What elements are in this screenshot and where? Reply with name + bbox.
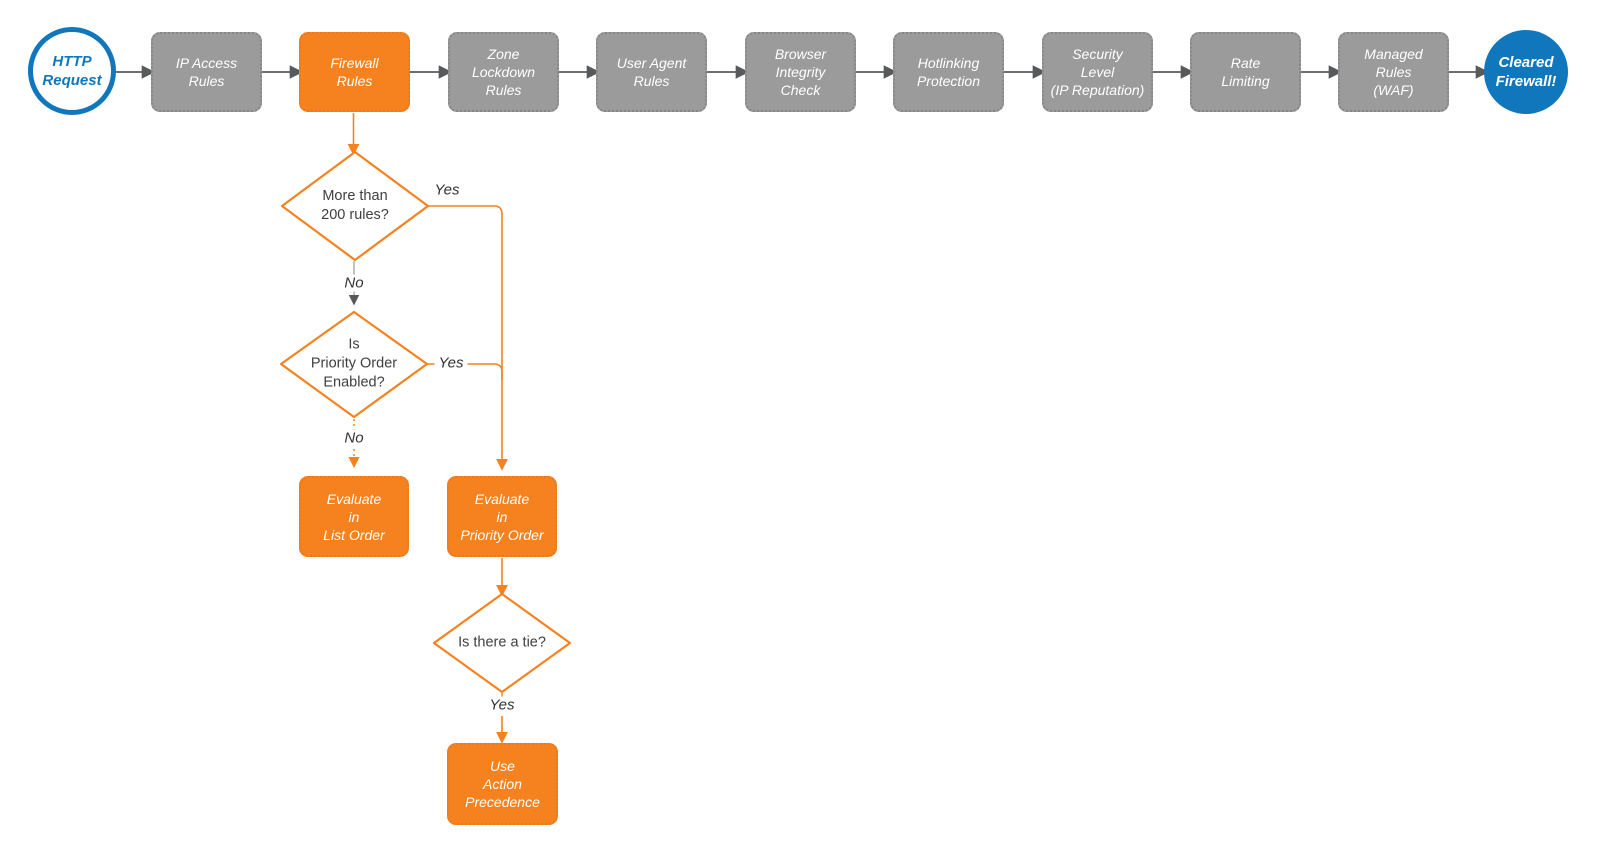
start-node-http-request: HTTP Request: [28, 27, 116, 115]
pipeline-node-label: IP Access Rules: [175, 55, 238, 89]
pipeline-node-label: Firewall Rules: [330, 55, 379, 89]
pipeline-node-label: Managed Rules (WAF): [1364, 46, 1423, 98]
pipeline-node-firewall-rules: Firewall Rules: [299, 32, 410, 112]
pipeline-node-zone-lockdown-rules: Zone Lockdown Rules: [448, 32, 559, 112]
pipeline-node-label: Zone Lockdown Rules: [471, 46, 536, 98]
pipeline-node-label: User Agent Rules: [616, 55, 687, 89]
decision-diamond-priority-order: [279, 310, 429, 419]
edge-label-no1: No: [340, 274, 368, 292]
pipeline-node-label: Security Level (IP Reputation): [1050, 46, 1145, 98]
pipeline-node-label: Browser Integrity Check: [774, 46, 827, 98]
action-node-use-action-precedence: Use Action Precedence: [447, 743, 558, 825]
pipeline-node-managed-rules-waf: Managed Rules (WAF): [1338, 32, 1449, 112]
action-node-label: Use Action Precedence: [465, 758, 540, 810]
action-node-label: Evaluate in List Order: [323, 490, 385, 543]
pipeline-node-rate-limiting: Rate Limiting: [1190, 32, 1301, 112]
decision-diamond-200-rules: [280, 150, 430, 262]
decision-label-200-rules: More than 200 rules?: [321, 188, 389, 223]
action-node-evaluate-list-order: Evaluate in List Order: [299, 476, 409, 557]
edge-yes2: [427, 363, 503, 380]
pipeline-node-ip-access-rules: IP Access Rules: [151, 32, 262, 112]
pipeline-node-browser-integrity-check: Browser Integrity Check: [745, 32, 856, 112]
decision-label-priority-order: Is Priority Order Enabled?: [310, 336, 398, 391]
end-node-label: Cleared Firewall!: [1495, 54, 1557, 90]
edge-yes1: [428, 205, 508, 471]
edge-label-no2: No: [340, 429, 368, 447]
pipeline-node-hotlinking-protection: Hotlinking Protection: [893, 32, 1004, 112]
pipeline-node-label: Hotlinking Protection: [916, 55, 981, 89]
edge-label-yes3: Yes: [485, 696, 519, 714]
pipeline-node-user-agent-rules: User Agent Rules: [596, 32, 707, 112]
decision-diamond-tie: [432, 592, 572, 694]
start-node-label: HTTP Request: [42, 53, 102, 89]
pipeline-node-label: Rate Limiting: [1221, 55, 1270, 89]
action-node-label: Evaluate in Priority Order: [460, 490, 544, 543]
end-node-cleared-firewall: Cleared Firewall!: [1484, 30, 1568, 114]
pipeline-node-security-level: Security Level (IP Reputation): [1042, 32, 1153, 112]
action-node-evaluate-priority-order: Evaluate in Priority Order: [447, 476, 557, 557]
decision-label-tie: Is there a tie?: [458, 634, 546, 651]
edge-label-yes1: Yes: [434, 181, 460, 199]
edge-label-yes2: Yes: [434, 354, 468, 372]
decision-diamonds: [279, 150, 572, 694]
